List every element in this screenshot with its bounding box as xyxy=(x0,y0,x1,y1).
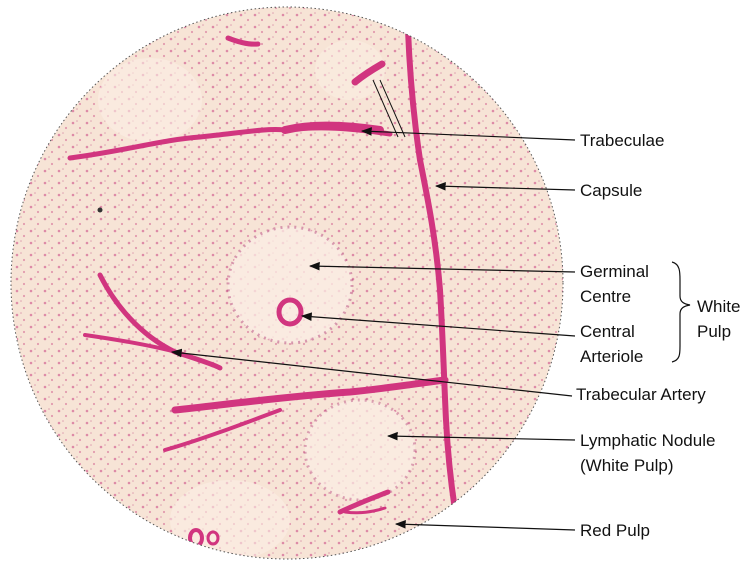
label-central-line1: Central xyxy=(580,322,635,341)
spleen-section xyxy=(11,7,563,560)
label-germinal-line2: Centre xyxy=(580,287,631,306)
label-white-pulp-line2: Pulp xyxy=(697,322,731,341)
label-lymphatic-line2: (White Pulp) xyxy=(580,456,674,475)
label-capsule: Capsule xyxy=(580,181,642,200)
leader-red-pulp xyxy=(396,524,575,530)
label-trabecular-artery: Trabecular Artery xyxy=(576,385,706,404)
label-lymphatic-line1: Lymphatic Nodule xyxy=(580,431,715,450)
label-trabeculae: Trabeculae xyxy=(580,131,664,150)
white-pulp-bracket xyxy=(672,262,690,362)
label-germinal-line1: Germinal xyxy=(580,262,649,281)
label-red-pulp: Red Pulp xyxy=(580,521,650,540)
label-central-line2: Arteriole xyxy=(580,347,643,366)
label-white-pulp-line1: White xyxy=(697,297,740,316)
